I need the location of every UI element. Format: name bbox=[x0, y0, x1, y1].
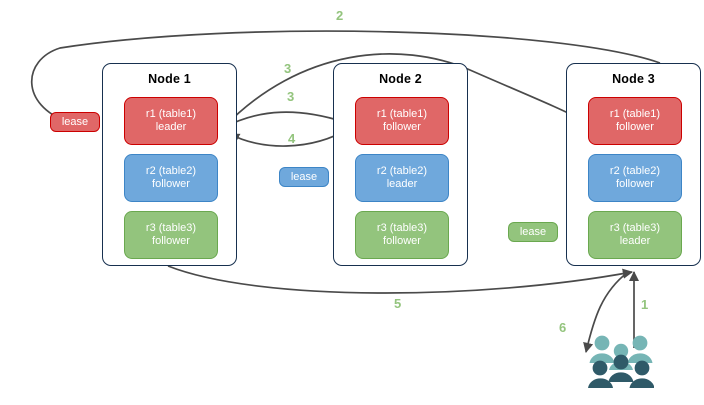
replica-role-label: leader bbox=[386, 178, 418, 190]
node-3-container[interactable]: Node 3 r1 (table1) follower r2 (table2) … bbox=[566, 63, 701, 266]
lease-label: lease bbox=[61, 116, 89, 128]
node-1-replica-r1[interactable]: r1 (table1) leader bbox=[124, 97, 218, 145]
replica-role-label: follower bbox=[383, 121, 421, 133]
lease-badge-table3[interactable]: lease bbox=[508, 222, 558, 242]
node-3-title: Node 3 bbox=[612, 72, 655, 86]
node-2-replica-r2[interactable]: r2 (table2) leader bbox=[355, 154, 449, 202]
replica-role-label: leader bbox=[155, 121, 187, 133]
replica-id-label: r1 (table1) bbox=[376, 107, 428, 120]
node-1-replica-r3[interactable]: r3 (table3) follower bbox=[124, 211, 218, 259]
edge-6-client-response bbox=[583, 271, 629, 353]
lease-badge-table2[interactable]: lease bbox=[279, 167, 329, 187]
replica-role-label: follower bbox=[616, 121, 654, 133]
lease-label: lease bbox=[519, 226, 547, 238]
replica-role-label: follower bbox=[152, 235, 190, 247]
lease-label: lease bbox=[290, 171, 318, 183]
node-2-replica-r3[interactable]: r3 (table3) follower bbox=[355, 211, 449, 259]
step-label-5: 5 bbox=[394, 296, 402, 311]
step-label-3a: 3 bbox=[284, 61, 292, 76]
users-group-icon bbox=[588, 335, 654, 388]
replica-id-label: r3 (table3) bbox=[376, 221, 428, 234]
step-label-3b: 3 bbox=[287, 89, 295, 104]
edge-3-forward-to-node2 bbox=[222, 111, 345, 129]
node-3-replica-r1[interactable]: r1 (table1) follower bbox=[588, 97, 682, 145]
node-2-container[interactable]: Node 2 r1 (table1) follower r2 (table2) … bbox=[333, 63, 468, 266]
edge-5-return-to-node3 bbox=[167, 265, 634, 294]
lease-badge-table1[interactable]: lease bbox=[50, 112, 100, 132]
replica-id-label: r1 (table1) bbox=[609, 107, 661, 120]
step-label-6: 6 bbox=[559, 320, 567, 335]
step-label-4: 4 bbox=[288, 131, 296, 146]
replica-role-label: follower bbox=[152, 178, 190, 190]
replica-id-label: r3 (table3) bbox=[145, 221, 197, 234]
node-2-replica-r1[interactable]: r1 (table1) follower bbox=[355, 97, 449, 145]
node-3-replica-r2[interactable]: r2 (table2) follower bbox=[588, 154, 682, 202]
node-1-container[interactable]: Node 1 r1 (table1) leader r2 (table2) fo… bbox=[102, 63, 237, 266]
node-1-replica-r2[interactable]: r2 (table2) follower bbox=[124, 154, 218, 202]
node-3-replica-r3[interactable]: r3 (table3) leader bbox=[588, 211, 682, 259]
node-1-title: Node 1 bbox=[148, 72, 191, 86]
replica-role-label: follower bbox=[616, 178, 654, 190]
edge-2-lease-transfer bbox=[30, 30, 661, 124]
replica-id-label: r2 (table2) bbox=[145, 164, 197, 177]
replica-id-label: r3 (table3) bbox=[609, 221, 661, 234]
replica-role-label: follower bbox=[383, 235, 421, 247]
replica-role-label: leader bbox=[619, 235, 651, 247]
node-2-title: Node 2 bbox=[379, 72, 422, 86]
step-label-2: 2 bbox=[336, 8, 344, 23]
replica-id-label: r2 (table2) bbox=[376, 164, 428, 177]
replica-id-label: r1 (table1) bbox=[145, 107, 197, 120]
step-label-1: 1 bbox=[641, 297, 649, 312]
replica-id-label: r2 (table2) bbox=[609, 164, 661, 177]
